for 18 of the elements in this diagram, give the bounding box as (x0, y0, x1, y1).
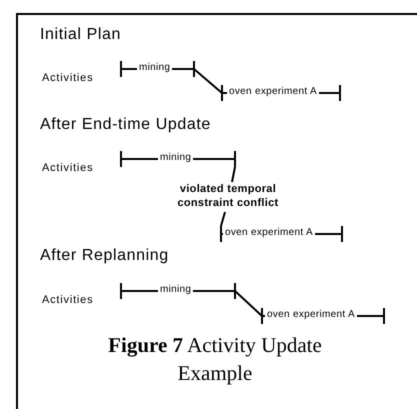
section-heading: Initial Plan (40, 26, 122, 44)
activity-label: oven experiment A (223, 227, 315, 239)
activity-label: oven experiment A (265, 309, 357, 321)
connector-line (220, 212, 226, 226)
connector-line (193, 68, 223, 94)
figure-caption: Figure 7 Activity Update Example (107, 332, 323, 387)
section-heading: After Replanning (40, 247, 169, 265)
section-heading: After End-time Update (40, 116, 211, 134)
row-label: Activities (42, 72, 94, 85)
row-label: Activities (42, 294, 94, 307)
connector-line (234, 290, 263, 317)
activity-label: oven experiment A (227, 86, 319, 98)
activity-label: mining (158, 152, 194, 164)
activity-label: mining (137, 62, 172, 74)
activity-label: mining (158, 284, 194, 296)
conflict-note: violated temporal constraint conflict (176, 182, 280, 210)
connector-line (231, 166, 236, 182)
row-label: Activities (42, 162, 94, 175)
